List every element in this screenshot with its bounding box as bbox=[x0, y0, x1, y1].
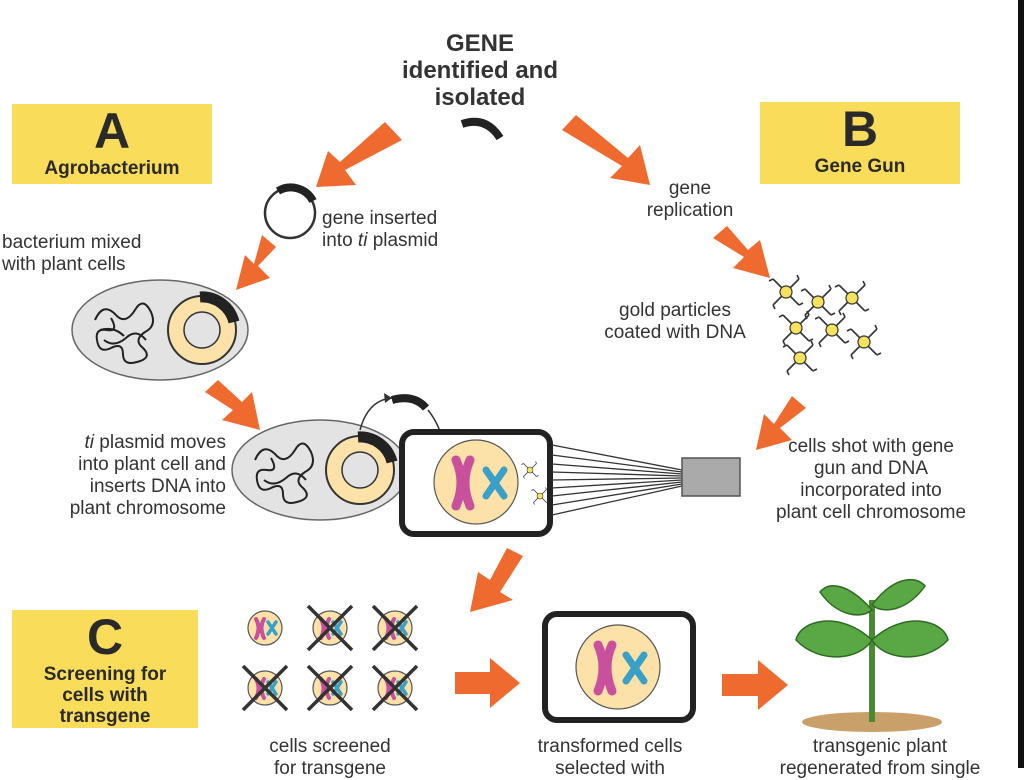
label-cells-screened-line-1: cells screened bbox=[269, 736, 391, 757]
box-c-letter: C bbox=[86, 609, 124, 665]
label-ti-plasmid-moves: ti plasmid moves into plant cell and ins… bbox=[2, 432, 226, 520]
transgenic-plant bbox=[795, 578, 949, 732]
box-a-label: Agrobacterium bbox=[44, 158, 180, 179]
arrow-gene-to-agrobacterium bbox=[316, 122, 402, 187]
arrow-gold-to-gungun bbox=[756, 396, 806, 450]
label-cells-shot-line-1: cells shot with gene bbox=[788, 436, 954, 457]
label-cells-shot-line-3: incorporated into bbox=[800, 480, 942, 501]
plasmid-with-gene bbox=[263, 183, 317, 240]
gold-particles bbox=[768, 274, 882, 376]
title-line-1: GENE bbox=[445, 30, 514, 57]
label-gene-inserted-line-2: into ti plasmid bbox=[322, 230, 502, 252]
label-transgenic-line-1: transgenic plant bbox=[812, 736, 948, 757]
target-plant-cell bbox=[399, 429, 553, 537]
label-gold-particles-line-2: coated with DNA bbox=[604, 322, 746, 343]
label-cells-shot-line-4: plant cell chromosome bbox=[775, 502, 967, 523]
transformed-cell bbox=[542, 611, 696, 723]
gene-fragment-top bbox=[460, 117, 504, 141]
box-c-screening: C Screening for cells with transgene bbox=[12, 610, 198, 728]
box-b-letter: B bbox=[841, 101, 879, 157]
arrow-plantcell-to-screening bbox=[470, 548, 523, 612]
label-gene-replication: gene replication bbox=[610, 178, 770, 222]
arrow-bacterium-to-plantcell bbox=[205, 380, 260, 430]
label-transgenic-plant: transgenic plant regenerated from single bbox=[742, 736, 1018, 780]
label-bacterium-mixed: bacterium mixed with plant cells bbox=[2, 232, 222, 276]
right-edge-bar bbox=[1018, 0, 1024, 768]
label-gold-particles: gold particles coated with DNA bbox=[570, 300, 780, 344]
arrow-plasmid-to-bacterium bbox=[236, 235, 276, 290]
label-cells-screened-line-2: for transgene bbox=[274, 758, 386, 779]
arrows bbox=[205, 115, 806, 710]
label-bacterium-mixed-line-1: bacterium mixed bbox=[2, 232, 142, 253]
arrow-replication-to-gold bbox=[713, 226, 770, 278]
label-ti-moves-line-4: plant chromosome bbox=[69, 498, 226, 519]
label-gene-inserted: gene inserted into ti plasmid bbox=[322, 208, 502, 252]
bacterium-cell bbox=[71, 279, 249, 381]
label-transgenic-line-2: regenerated from single bbox=[779, 758, 981, 779]
screening-cells bbox=[241, 604, 419, 712]
box-c-line-1: Screening for bbox=[43, 664, 167, 685]
label-gene-replication-line-1: gene bbox=[668, 178, 712, 199]
box-a-agrobacterium: A Agrobacterium bbox=[12, 104, 212, 184]
arrow-gene-to-genegun bbox=[562, 115, 650, 185]
box-b-gene-gun: B Gene Gun bbox=[760, 102, 960, 184]
label-cells-shot-line-2: gun and DNA bbox=[813, 458, 929, 479]
label-transformed-cells: transformed cells selected with bbox=[505, 736, 715, 780]
label-transformed-line-1: transformed cells bbox=[537, 736, 683, 757]
arrow-screened-to-transformed bbox=[455, 658, 520, 708]
title-line-2: identified and bbox=[402, 57, 558, 84]
label-ti-moves-plasmid: plasmid moves bbox=[94, 432, 226, 453]
label-ti-moves-ti: ti bbox=[84, 432, 95, 453]
label-gene-replication-line-2: replication bbox=[646, 200, 734, 221]
ti-plasmid-cell bbox=[231, 393, 450, 521]
box-b-label: Gene Gun bbox=[814, 156, 906, 177]
gene-gun-barrel bbox=[681, 457, 741, 497]
box-a-letter: A bbox=[93, 103, 131, 159]
diagram-title: GENE identified and isolated bbox=[330, 30, 630, 111]
label-gene-inserted-ti: ti bbox=[357, 230, 368, 251]
label-gold-particles-line-1: gold particles bbox=[619, 300, 731, 321]
label-ti-moves-line-3: inserts DNA into bbox=[89, 476, 226, 497]
label-cells-shot: cells shot with gene gun and DNA incorpo… bbox=[740, 436, 1002, 524]
label-ti-moves-line-2: into plant cell and bbox=[78, 454, 226, 475]
label-gene-inserted-line-1: gene inserted bbox=[322, 208, 438, 229]
label-cells-screened: cells screened for transgene bbox=[230, 736, 430, 780]
box-c-line-2: cells with bbox=[62, 685, 148, 706]
gene-gun-rays bbox=[551, 444, 683, 516]
label-gene-inserted-into: into bbox=[322, 230, 358, 251]
label-transformed-line-2: selected with bbox=[555, 758, 665, 779]
label-bacterium-mixed-line-2: with plant cells bbox=[2, 254, 126, 275]
label-gene-inserted-plasmid: plasmid bbox=[367, 230, 439, 251]
box-c-line-3: transgene bbox=[59, 706, 151, 727]
arrow-transformed-to-plant bbox=[722, 660, 788, 710]
title-line-3: isolated bbox=[434, 84, 526, 111]
label-ti-moves-line-1: ti plasmid moves bbox=[2, 432, 227, 454]
